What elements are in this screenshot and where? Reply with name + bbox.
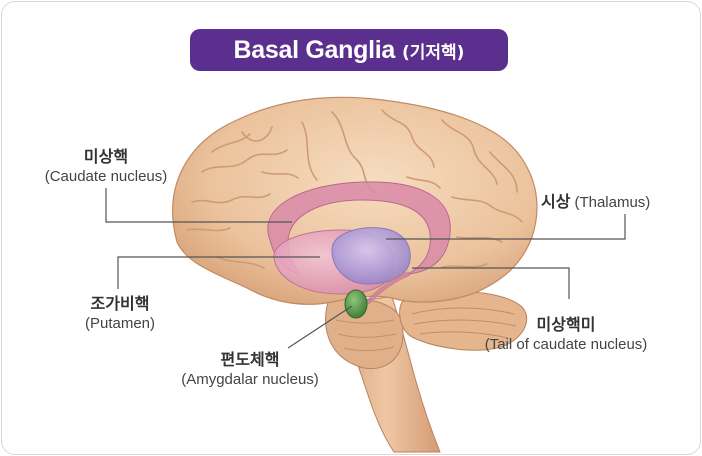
label-caudate: 미상핵 (Caudate nucleus) [28, 147, 184, 186]
amygdala-leader [287, 305, 353, 349]
thalamus-leader [386, 214, 626, 240]
label-thalamus: 시상(Thalamus) [541, 188, 650, 212]
tail-ko: 미상핵미 [536, 315, 596, 334]
thalamus-shape [331, 227, 411, 285]
thalamus-ko: 시상 [541, 192, 571, 211]
amygdala-shape [344, 289, 368, 319]
title-main: Basal Ganglia [233, 35, 396, 64]
tail-en: (Tail of caudate nucleus) [484, 336, 648, 353]
caudate-leader [105, 188, 292, 223]
pons [325, 298, 404, 369]
label-amygdala: 편도체핵 (Amygdalar nucleus) [160, 350, 340, 389]
tail-leader [412, 267, 570, 299]
title-sub: (기저핵) [401, 42, 465, 63]
caudate-tail [365, 271, 411, 305]
caudate-en: (Caudate nucleus) [44, 168, 168, 185]
pons-striations [335, 319, 397, 351]
title-banner: Basal Ganglia (기저핵) [190, 29, 508, 71]
label-putamen: 조가비핵 (Putamen) [60, 294, 180, 333]
putamen-leader [117, 256, 320, 289]
putamen-en: (Putamen) [84, 315, 156, 332]
label-tail: 미상핵미 (Tail of caudate nucleus) [468, 315, 664, 354]
leader-lines [105, 188, 626, 349]
putamen-ko: 조가비핵 [90, 294, 150, 313]
amygdala-en: (Amygdalar nucleus) [181, 371, 319, 388]
thalamus-en: (Thalamus) [574, 194, 651, 211]
cerebrum [172, 96, 538, 305]
caudate-ko: 미상핵 [83, 147, 129, 166]
amygdala-ko: 편도체핵 [220, 350, 280, 369]
cerebellum-folds [411, 307, 517, 339]
